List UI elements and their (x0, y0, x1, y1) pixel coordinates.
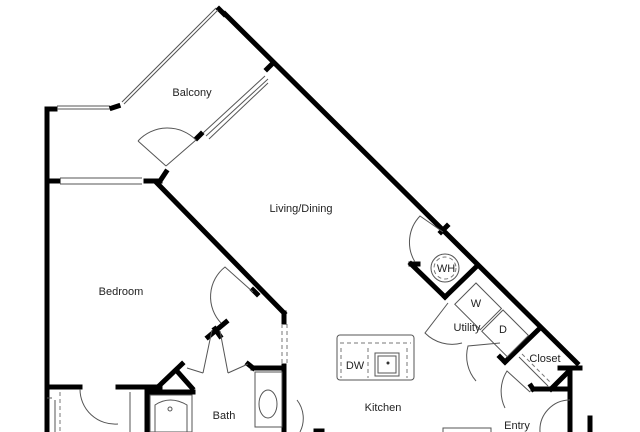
room-label-closet: Closet (529, 353, 561, 365)
bedroom-window (46, 168, 170, 185)
interior-walls (44, 179, 572, 432)
balcony-door[interactable] (137, 127, 197, 167)
washer-label: W (470, 298, 482, 310)
washer-dryer (454, 282, 530, 358)
dishwasher-label: DW (345, 360, 365, 372)
room-label-entry: Entry (504, 420, 530, 432)
balcony-sliding-door (193, 60, 276, 142)
water-heater (430, 253, 460, 283)
room-label-balcony: Balcony (172, 87, 212, 99)
entry-wall-stub (313, 415, 593, 432)
interior-doors (47, 215, 571, 432)
room-label-bedroom: Bedroom (98, 286, 144, 298)
exterior-walls (44, 5, 583, 432)
room-label-kitchen: Kitchen (364, 402, 402, 414)
closet-shelf (518, 353, 552, 387)
room-label-bath: Bath (212, 410, 236, 422)
balcony-railing (57, 7, 219, 112)
water-heater-label: WH (436, 263, 456, 275)
room-label-utility: Utility (453, 322, 481, 334)
kitchen-island (336, 334, 415, 381)
vanity-sink (254, 371, 283, 428)
dryer-label: D (499, 324, 507, 336)
bathtub (149, 394, 193, 432)
room-label-living-dining: Living/Dining (269, 203, 333, 215)
entry-counter (442, 427, 492, 432)
bedroom-closet-shelf (59, 392, 131, 432)
